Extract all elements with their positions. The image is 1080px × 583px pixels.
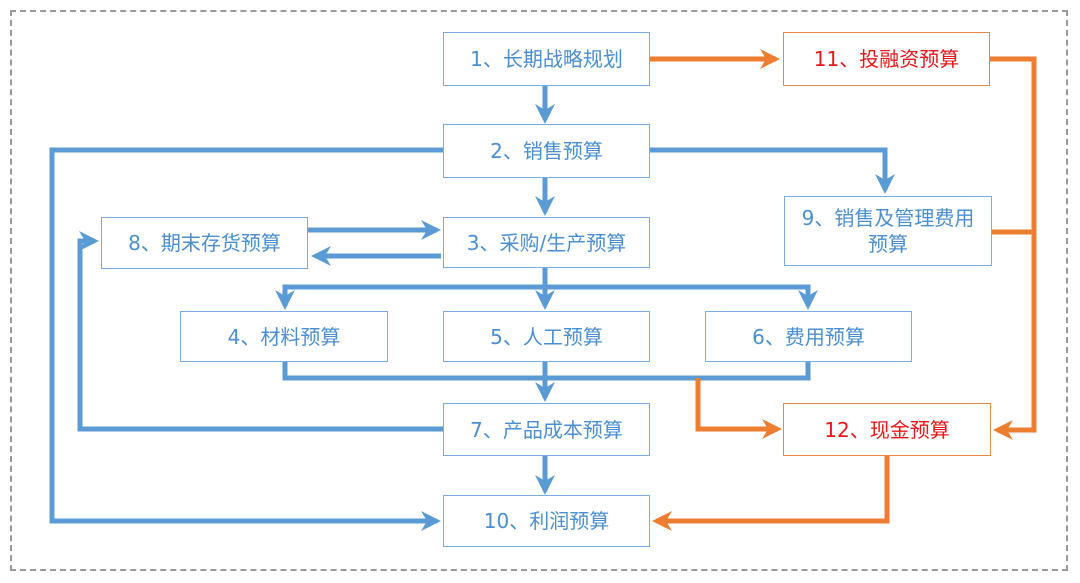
edge-2-to-9 <box>650 147 895 194</box>
node-9-line1: 9、销售及管理费用 <box>801 206 975 230</box>
node-9-line2: 预算 <box>868 232 908 256</box>
node-ending-inventory-budget: 8、期末存货预算 <box>101 217 308 269</box>
edge-7-to-8 <box>77 231 443 432</box>
edge-3-to-4 <box>275 284 545 310</box>
edge-6-to-12 <box>695 378 782 439</box>
node-investment-financing-budget: 11、投融资预算 <box>783 32 990 86</box>
node-sales-admin-expense-budget: 9、销售及管理费用 预算 <box>784 196 992 266</box>
node-cash-budget: 12、现金预算 <box>783 403 991 456</box>
node-sales-budget: 2、销售预算 <box>443 124 650 178</box>
dashed-frame <box>10 10 1068 571</box>
edge-2-to-10 <box>49 147 443 531</box>
node-profit-budget: 10、利润预算 <box>443 495 650 547</box>
edge-3-to-6 <box>545 284 818 310</box>
edge-12-to-10 <box>652 456 890 531</box>
node-expense-budget: 6、费用预算 <box>705 311 912 362</box>
node-material-budget: 4、材料预算 <box>180 311 388 362</box>
node-labor-budget: 5、人工预算 <box>443 311 650 362</box>
edge-11-to-12 <box>990 56 1037 440</box>
node-product-cost-budget: 7、产品成本预算 <box>443 403 650 456</box>
node-purchase-production-budget: 3、采购/生产预算 <box>443 217 650 268</box>
node-long-term-strategy: 1、长期战略规划 <box>443 32 650 86</box>
